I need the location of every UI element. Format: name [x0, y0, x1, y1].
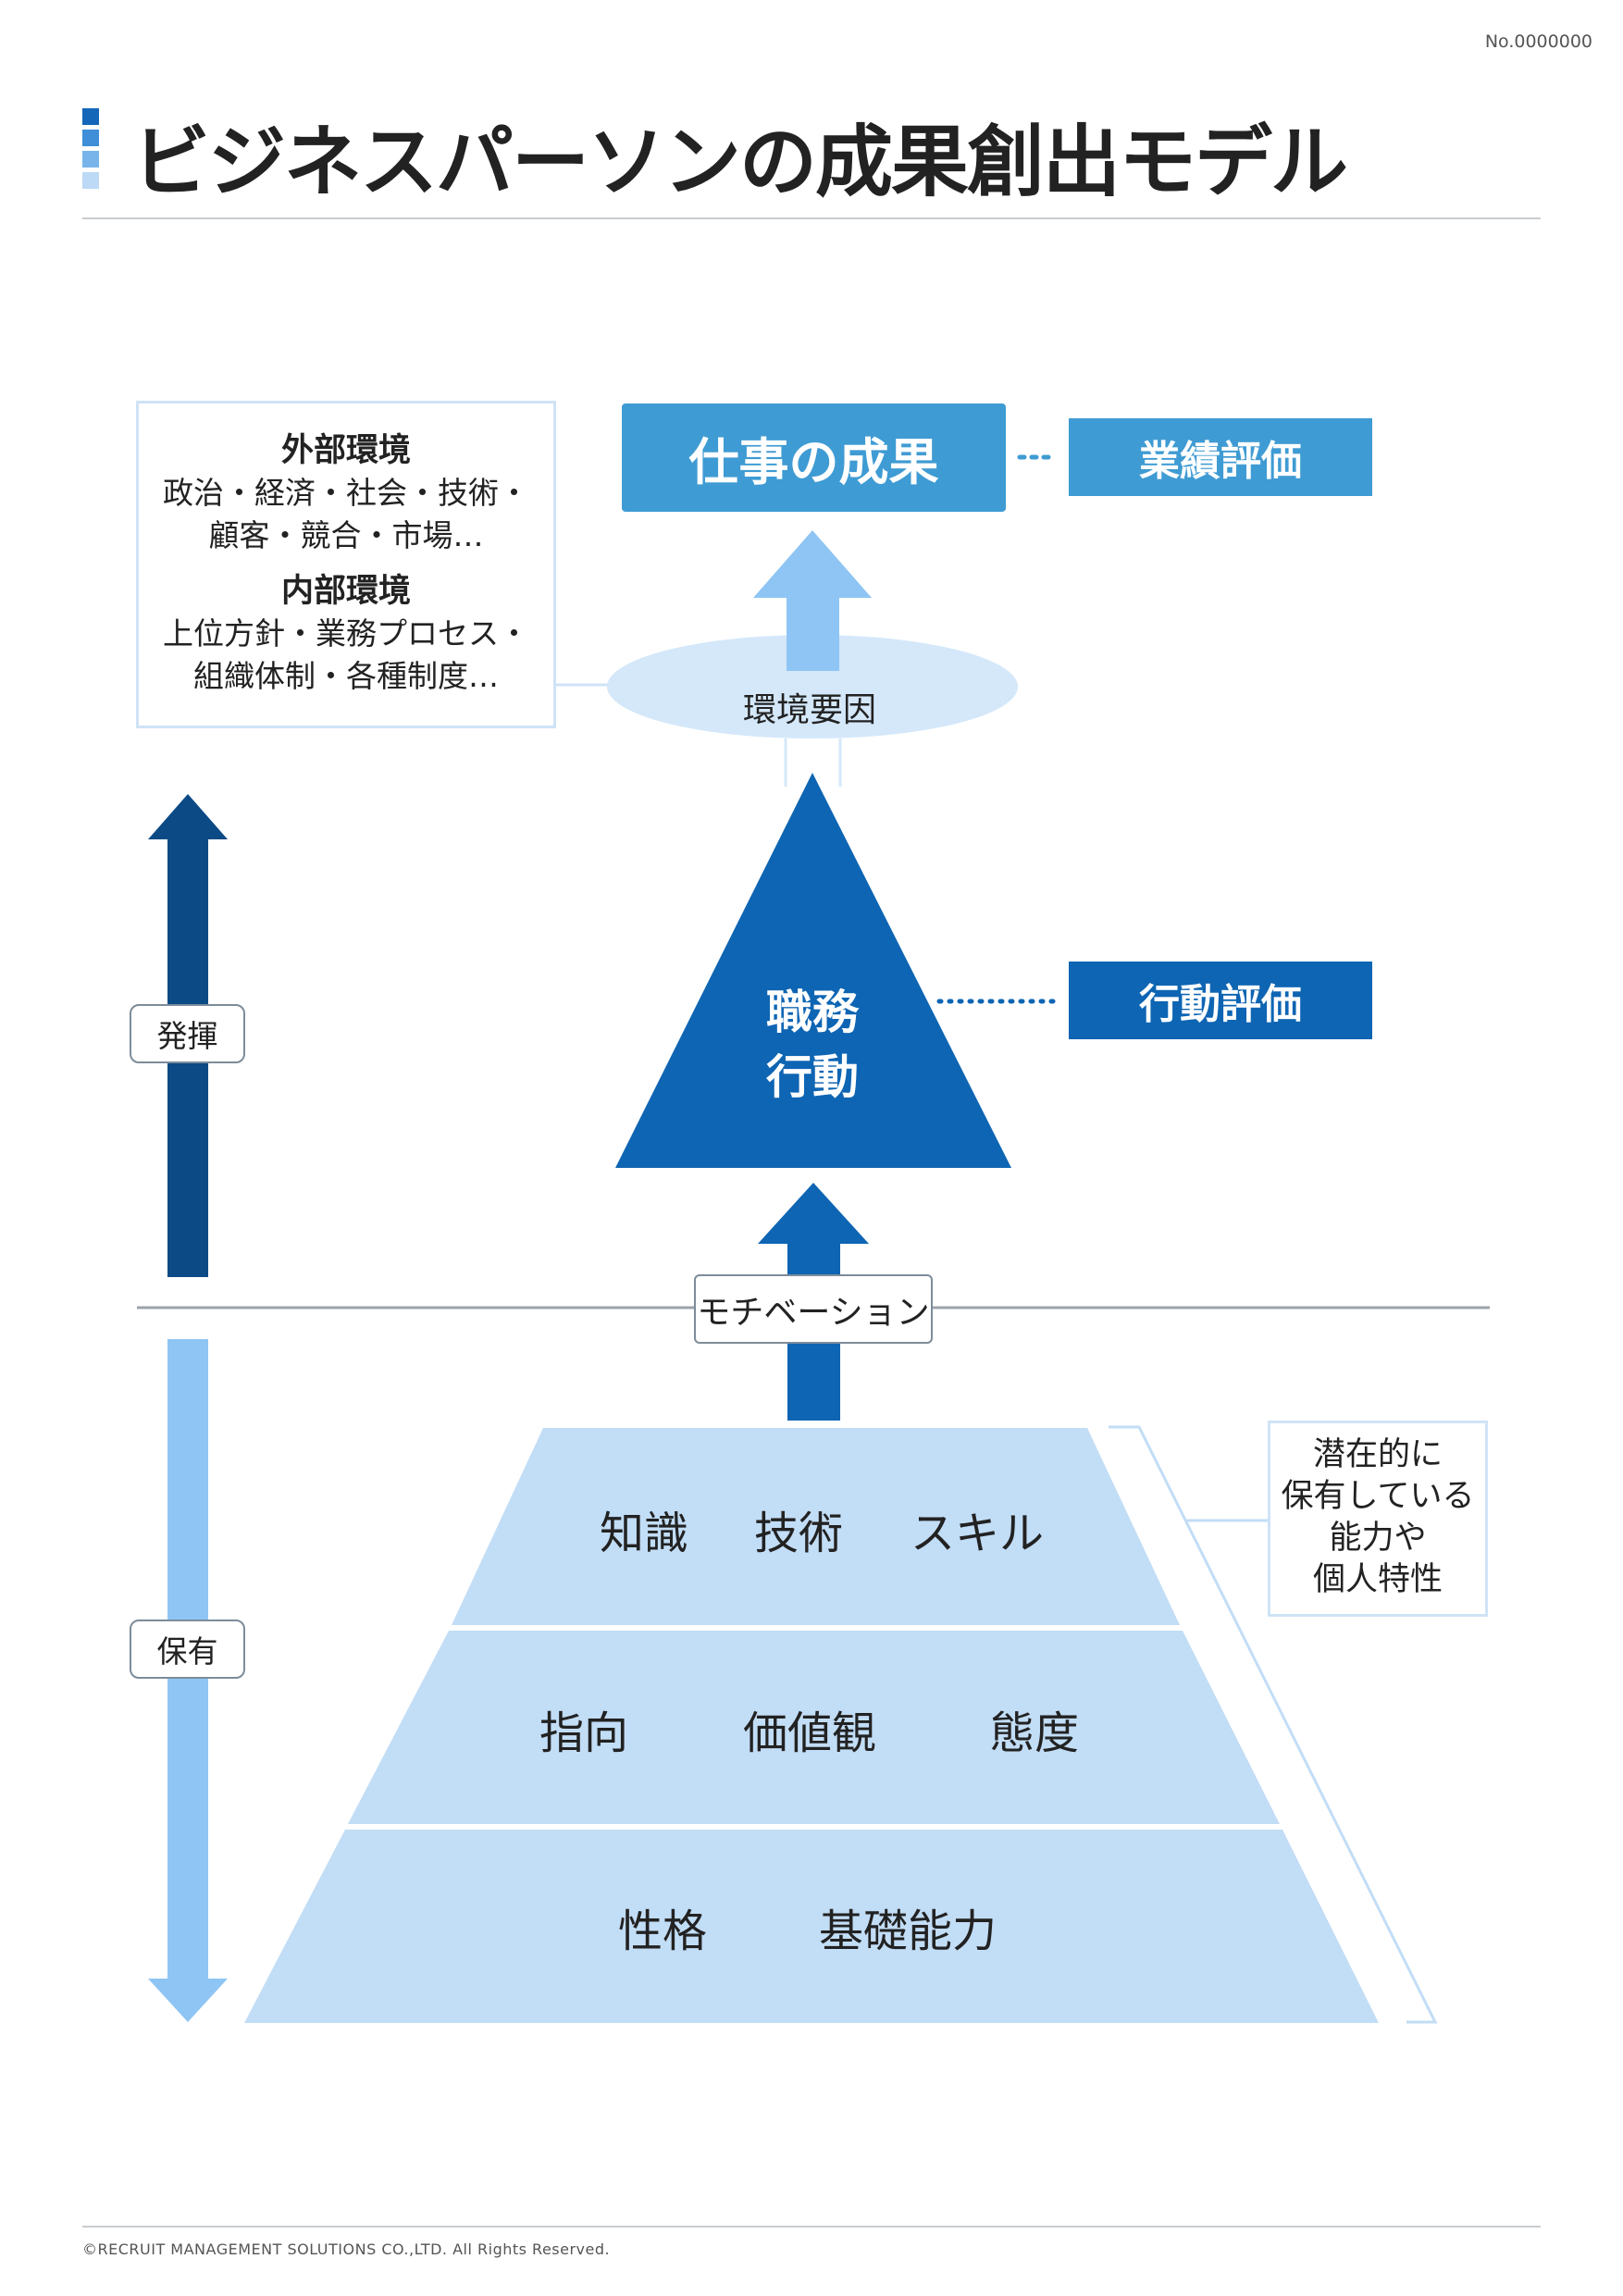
exercise-tag: 発揮	[130, 1004, 245, 1063]
job-action-line2: 行動	[766, 1050, 859, 1104]
latent-note-line2: 保有している	[1281, 1478, 1475, 1515]
latent-note-line3: 能力や	[1329, 1520, 1427, 1557]
document-number: No.0000000	[1484, 31, 1592, 52]
job-action-label: 職務 行動	[720, 980, 905, 1110]
performance-evaluation-box: 業績評価	[1069, 418, 1372, 496]
pyramid-basic-ability: 基礎能力	[819, 1905, 997, 1957]
pyramid-tier2	[348, 1631, 1280, 1824]
internal-env-heading: 内部環境	[280, 573, 411, 610]
pyramid-attitude: 態度	[990, 1707, 1080, 1759]
pyramid-orientation: 指向	[539, 1707, 629, 1759]
pyramid-tier3	[244, 1830, 1379, 2023]
page-title: ビジネスパーソンの成果創出モデル	[132, 117, 1348, 207]
environment-ellipse	[607, 635, 1018, 738]
title-mark-icon	[82, 108, 99, 193]
action-evaluation-box: 行動評価	[1069, 962, 1372, 1039]
possess-arrow	[148, 1339, 228, 2022]
footer-divider	[82, 2226, 1541, 2228]
job-action-triangle	[615, 773, 1011, 1168]
external-env-line2: 顧客・競合・市場…	[208, 517, 484, 553]
latent-note-line4: 個人特性	[1312, 1561, 1443, 1598]
external-env-line1: 政治・経済・社会・技術・	[163, 475, 529, 511]
internal-env-line2: 組織体制・各種制度…	[193, 658, 499, 694]
pyramid-bracket	[1109, 1425, 1438, 2024]
pyramid-personality: 性格	[618, 1905, 708, 1957]
latent-note-box: 潜在的に 保有している 能力や 個人特性	[1268, 1421, 1488, 1617]
pyramid-skill: スキル	[911, 1508, 1045, 1559]
job-action-line1: 職務	[766, 986, 859, 1039]
pyramid-tier1	[452, 1428, 1180, 1625]
work-result-box: 仕事の成果	[622, 403, 1006, 512]
copyright-footer: ©RECRUIT MANAGEMENT SOLUTIONS CO.,LTD. A…	[82, 2240, 611, 2258]
pyramid-technique: 技術	[754, 1508, 844, 1559]
environment-box: 外部環境 政治・経済・社会・技術・ 顧客・競合・市場… 内部環境 上位方針・業務…	[136, 401, 556, 728]
title-divider	[82, 217, 1541, 219]
pyramid-values: 価値観	[743, 1707, 877, 1759]
pyramid-knowledge: 知識	[600, 1508, 689, 1559]
environment-factor-label: 環境要因	[742, 691, 876, 729]
motivation-tag: モチベーション	[694, 1274, 933, 1344]
internal-env-line1: 上位方針・業務プロセス・	[163, 615, 529, 652]
latent-note-line1: 潜在的に	[1312, 1436, 1443, 1473]
result-arrow	[753, 530, 872, 671]
possess-tag: 保有	[130, 1620, 245, 1679]
external-env-heading: 外部環境	[280, 432, 411, 469]
